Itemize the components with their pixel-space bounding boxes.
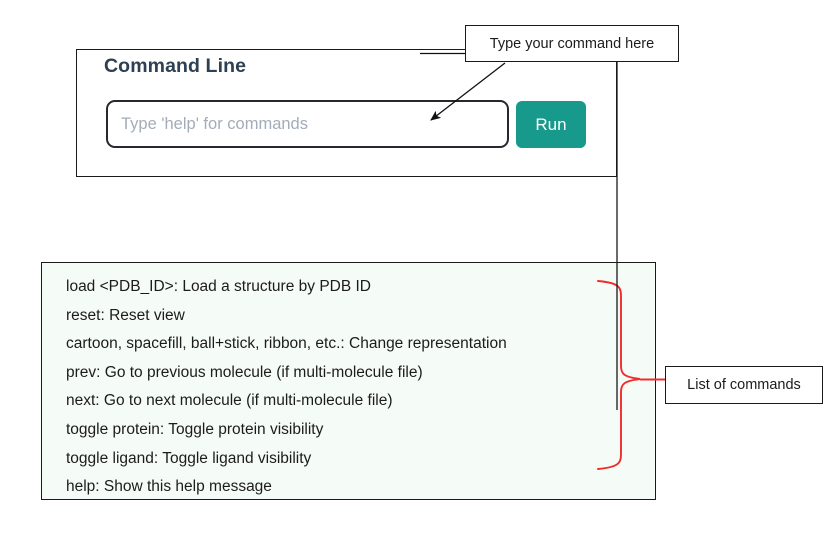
commands-help-panel: load <PDB_ID>: Load a structure by PDB I… [41, 262, 656, 500]
commands-list: load <PDB_ID>: Load a structure by PDB I… [66, 273, 647, 502]
command-line-item: toggle protein: Toggle protein visibilit… [66, 420, 324, 438]
callout-label: Type your command here [489, 35, 655, 52]
command-line-card: Command Line Run [76, 49, 617, 177]
callout-list-of-commands: List of commands [665, 366, 823, 404]
command-line-item: next: Go to next molecule (if multi-mole… [66, 392, 393, 410]
callout-type-your-command-here: Type your command here [465, 25, 679, 62]
command-line-item: prev: Go to previous molecule (if multi-… [66, 363, 423, 381]
run-button[interactable]: Run [516, 101, 586, 148]
page-title: Command Line [104, 55, 247, 77]
command-line-item: load <PDB_ID>: Load a structure by PDB I… [66, 278, 371, 295]
command-input[interactable] [106, 100, 509, 148]
command-line-item: cartoon, spacefill, ball+stick, ribbon, … [66, 335, 507, 353]
command-line-item: reset: Reset view [66, 306, 185, 324]
command-line-item: help: Show this help message [66, 478, 272, 496]
command-line-item: toggle ligand: Toggle ligand visibility [66, 449, 312, 467]
callout-label: List of commands [687, 377, 801, 393]
